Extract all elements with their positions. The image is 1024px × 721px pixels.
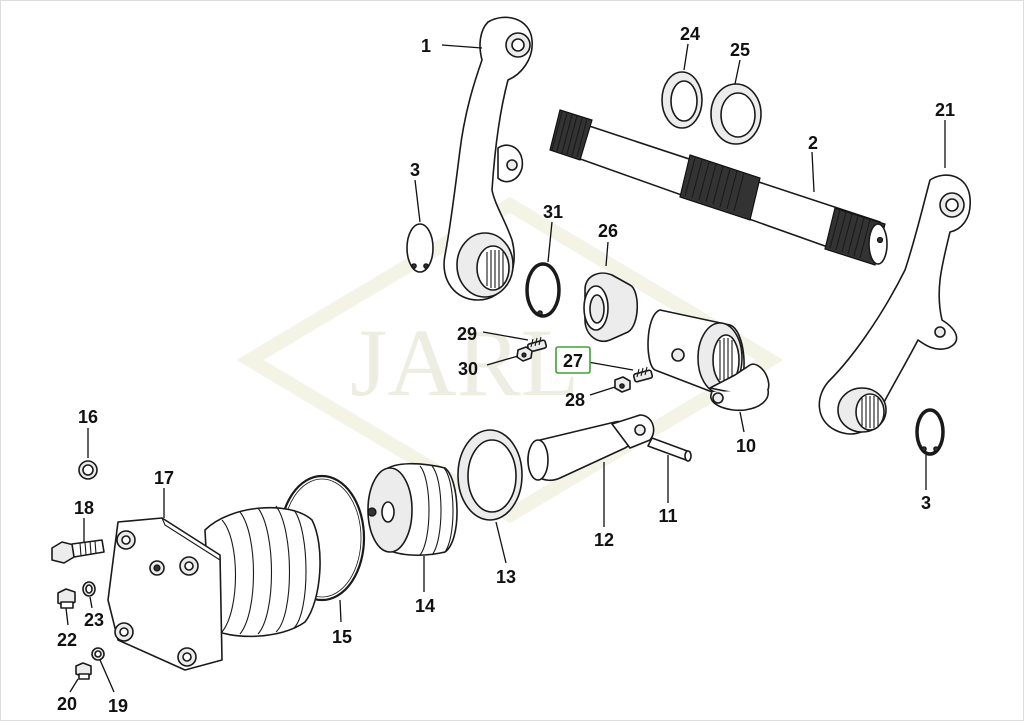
part-14-piston[interactable] [367, 462, 458, 557]
part-22-plug[interactable] [57, 588, 76, 609]
part-16-washer[interactable] [78, 460, 98, 480]
watermark-text: JARL [350, 309, 579, 416]
callout-13[interactable]: 13 [496, 567, 516, 587]
callout-29[interactable]: 29 [457, 324, 477, 344]
callout-24[interactable]: 24 [680, 24, 700, 44]
callout-19[interactable]: 19 [108, 696, 128, 716]
callout-11[interactable]: 11 [658, 506, 677, 526]
callout-labels: 1 2 3 3 10 11 12 13 14 15 16 17 18 19 20… [57, 24, 955, 716]
part-17-cylinder-housing[interactable] [107, 505, 321, 671]
part-23-washer[interactable] [82, 581, 96, 597]
callout-17[interactable]: 17 [154, 468, 174, 488]
part-3-circlip-left[interactable] [406, 223, 434, 273]
callout-2[interactable]: 2 [808, 133, 818, 153]
callout-30[interactable]: 30 [458, 359, 478, 379]
part-27-setscrew[interactable] [632, 366, 654, 383]
callout-26[interactable]: 26 [598, 221, 618, 241]
part-24-washer[interactable] [661, 71, 703, 129]
part-31-circlip[interactable] [525, 262, 561, 318]
callout-28[interactable]: 28 [565, 390, 585, 410]
part-28-nut[interactable] [614, 376, 631, 393]
part-26-bushing[interactable] [583, 272, 639, 342]
callout-3-right[interactable]: 3 [921, 493, 931, 513]
callout-27-highlight[interactable] [555, 346, 591, 374]
part-12-piston-rod[interactable] [527, 414, 655, 482]
callout-20[interactable]: 20 [57, 694, 77, 714]
callout-12[interactable]: 12 [594, 530, 614, 550]
callout-14[interactable]: 14 [415, 596, 435, 616]
part-10-sleeve[interactable] [647, 309, 770, 412]
callout-21[interactable]: 21 [935, 100, 955, 120]
part-25-washer[interactable] [710, 83, 762, 145]
part-18-bolt[interactable] [51, 539, 105, 564]
callout-10[interactable]: 10 [736, 436, 756, 456]
callout-3-left[interactable]: 3 [410, 160, 420, 180]
callout-25[interactable]: 25 [730, 40, 750, 60]
callout-1[interactable]: 1 [421, 36, 431, 56]
callout-15[interactable]: 15 [332, 627, 352, 647]
part-2-splined-shaft[interactable] [549, 109, 888, 266]
part-3-circlip-right[interactable] [915, 408, 945, 456]
part-21-lever-right[interactable] [818, 174, 971, 435]
callout-23[interactable]: 23 [84, 610, 104, 630]
part-13-seal-ring[interactable] [457, 429, 523, 521]
part-11-pin[interactable] [647, 437, 692, 462]
callout-31[interactable]: 31 [543, 202, 563, 222]
part-19-washer[interactable] [91, 647, 105, 661]
watermark: JARL [236, 196, 784, 524]
part-30-nut[interactable] [516, 346, 533, 362]
leader-lines [65, 43, 946, 693]
part-1-lever[interactable] [443, 16, 533, 301]
part-20-plug[interactable] [75, 662, 92, 680]
callout-18[interactable]: 18 [74, 498, 94, 518]
callout-22[interactable]: 22 [57, 630, 77, 650]
callout-16[interactable]: 16 [78, 407, 98, 427]
callout-27[interactable]: 27 [563, 351, 583, 371]
